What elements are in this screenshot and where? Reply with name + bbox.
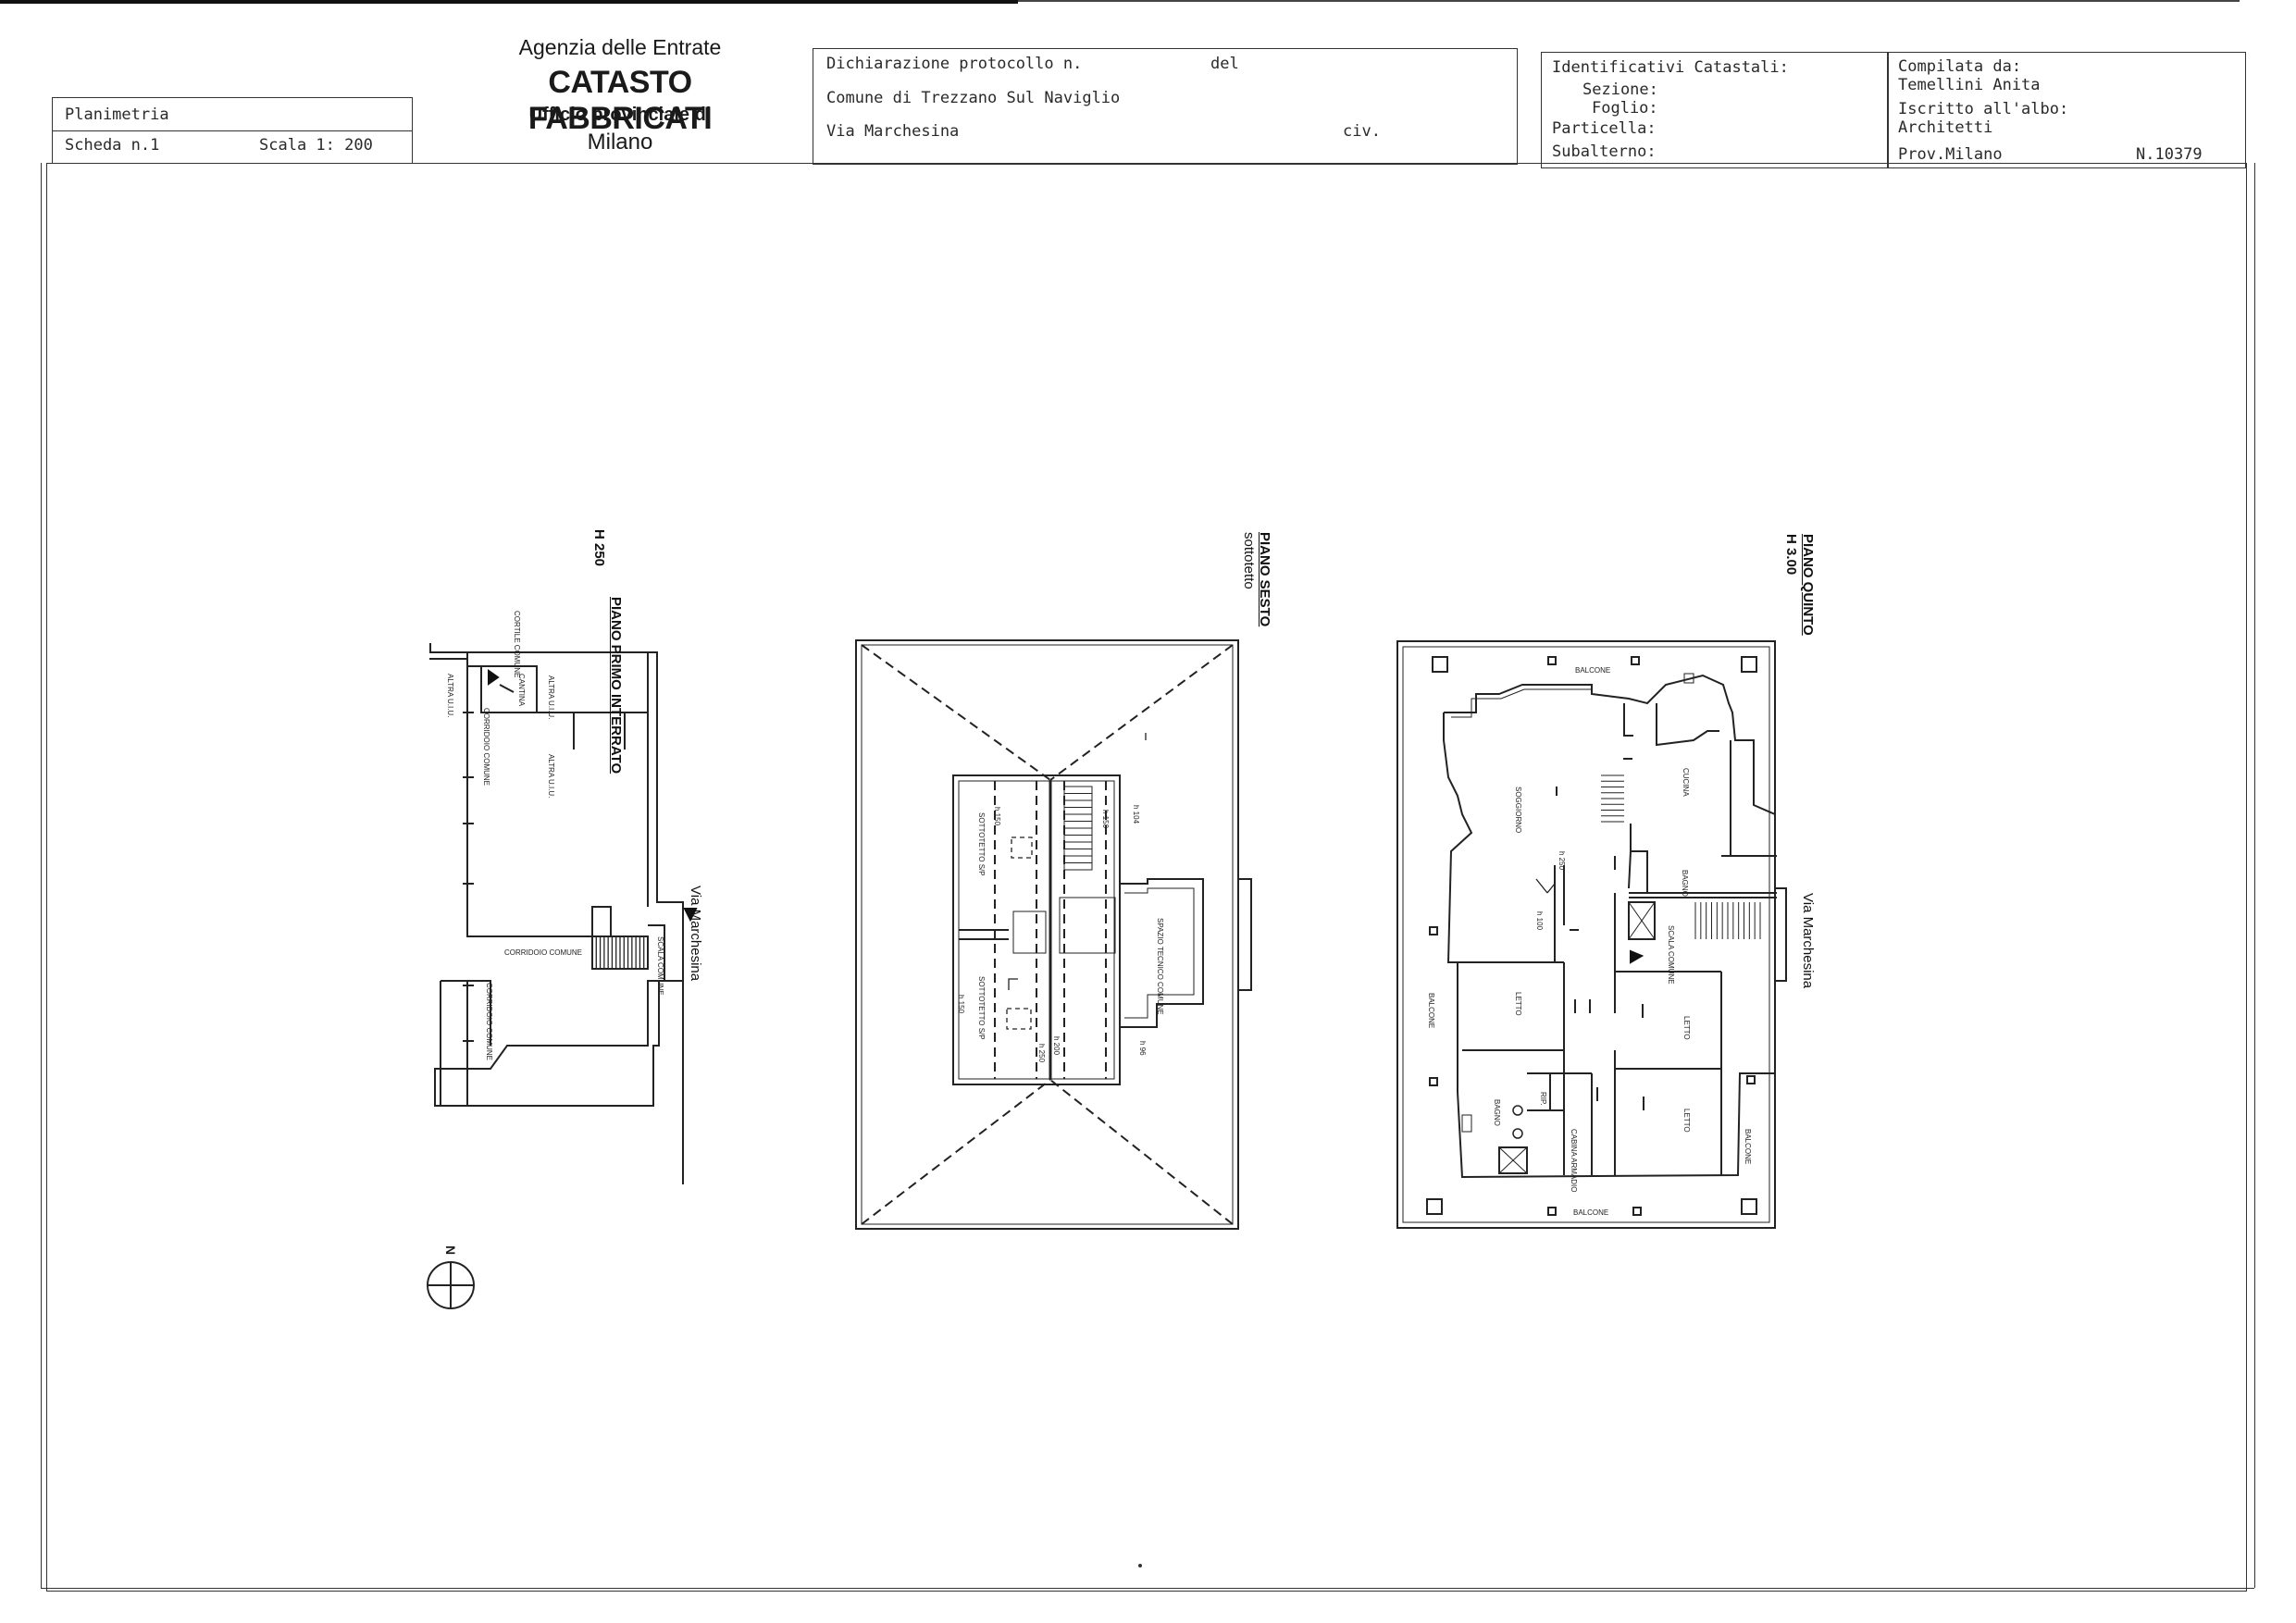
room-label: h 250 [1558, 851, 1566, 871]
register-name: Architetti [1898, 118, 1993, 137]
frame-top-line [46, 163, 2247, 164]
identificativi-title: Identificativi Catastali: [1552, 58, 1789, 77]
room-label: ALTRA U.I.U. [547, 754, 555, 799]
fifth-floor-street-label: Via Marchesina [1800, 893, 1816, 989]
room-label: BAGNO [1681, 870, 1689, 897]
room-label: h 200 [1052, 1036, 1061, 1056]
room-label: LETTO [1682, 1109, 1691, 1133]
basement-plan-title: PIANO PRIMO INTERRATO [608, 597, 624, 774]
north-label: N [443, 1245, 458, 1256]
street-address: Via Marchesina [826, 122, 960, 141]
room-label: LETTO [1682, 1016, 1691, 1040]
scheda-number: Scheda n.1 [65, 136, 160, 155]
compiler-name: Temellini Anita [1898, 76, 2041, 94]
top-rule [0, 0, 1018, 4]
compilata-box [1888, 52, 2246, 168]
outer-frame-bottom [41, 1588, 2254, 1589]
room-label: ALTRA U.I.U. [446, 674, 454, 718]
planimetria-label: Planimetria [65, 105, 169, 124]
planimetria-divider [52, 130, 413, 131]
room-label: BALCONE [1573, 1208, 1609, 1217]
attic-plan-subtitle: sottotetto [1241, 532, 1257, 589]
room-label: h 150 [1101, 810, 1110, 829]
municipality: Comune di Trezzano Sul Naviglio [826, 89, 1121, 107]
protocol-date-label: del [1210, 55, 1239, 73]
document-title: CATASTO FABBRICATI [527, 65, 713, 136]
registered-label: Iscritto all'albo: [1898, 100, 2069, 118]
room-label: LETTO [1514, 992, 1522, 1016]
room-label: BALCONE [1744, 1129, 1752, 1165]
foglio-label: Foglio: [1592, 99, 1658, 118]
room-label: h 250 [1037, 1044, 1046, 1063]
room-label: CUCINA [1682, 768, 1690, 797]
basement-plan-height: H 250 [591, 529, 607, 567]
office-city: Milano [587, 130, 653, 155]
room-label: ALTRA U.I.U. [547, 675, 555, 720]
room-label: SCALA COMUNE [1667, 925, 1675, 985]
attic-plan-title: PIANO SESTO [1257, 532, 1272, 627]
north-arrow-symbol [427, 1261, 475, 1309]
dichiarazione-box [813, 48, 1518, 165]
room-label: CABINA ARMADIO [1570, 1129, 1578, 1193]
room-label: SOTTOTETTO S/P [977, 812, 986, 876]
plan-attic [855, 639, 1252, 1230]
room-label: SCALA COMUNE [656, 936, 664, 996]
room-label: h 150 [957, 995, 965, 1014]
plan-fifth-floor [1396, 640, 1787, 1229]
civic-number-label: civ. [1343, 122, 1381, 141]
room-label: CANTINA [517, 674, 526, 707]
top-rule-thin [1018, 0, 2240, 2]
room-label: BALCONE [1575, 666, 1611, 675]
plan-basement [429, 643, 698, 1184]
province: Prov.Milano [1898, 145, 2003, 164]
room-label: CORTILE COMUNE [513, 611, 521, 678]
room-label: CORRIDOIO COMUNE [485, 983, 493, 1060]
room-label: BALCONE [1427, 993, 1435, 1029]
sezione-label: Sezione: [1582, 81, 1658, 99]
room-label: h 100 [1535, 911, 1544, 931]
outer-frame-right [2254, 163, 2255, 1588]
drawing-frame [46, 163, 2247, 1592]
scale-value: Scala 1: 200 [259, 136, 373, 155]
room-label: h 150 [993, 807, 1001, 826]
office-line: Ufficio provinciale di [528, 105, 712, 125]
room-label: BAGNO [1493, 1099, 1501, 1126]
basement-street-label: Via Marchesina [688, 886, 703, 982]
fifth-floor-plan-title: PIANO QUINTO [1800, 534, 1816, 636]
compiled-by-label: Compilata da: [1898, 57, 2022, 76]
room-label: CORRIDOIO COMUNE [482, 708, 490, 786]
room-label: SPAZIO TECNICO COMUNE [1156, 918, 1164, 1015]
fifth-floor-plan-height: H 3.00 [1783, 534, 1799, 576]
agency-name: Agenzia delle Entrate [518, 35, 722, 59]
room-label: SOGGIORNO [1514, 787, 1522, 834]
room-label: h 104 [1132, 805, 1140, 824]
room-label: RIP. [1539, 1092, 1547, 1106]
room-label: h 96 [1138, 1041, 1147, 1056]
particella-label: Particella: [1552, 119, 1657, 138]
outer-frame-left [41, 163, 42, 1588]
subalterno-label: Subalterno: [1552, 142, 1657, 161]
identificativi-box [1541, 52, 1888, 168]
room-label: CORRIDOIO COMUNE [504, 948, 582, 957]
register-number: N.10379 [2136, 145, 2203, 164]
protocol-label: Dichiarazione protocollo n. [826, 55, 1083, 73]
room-label: SOTTOTETTO S/P [977, 976, 986, 1040]
